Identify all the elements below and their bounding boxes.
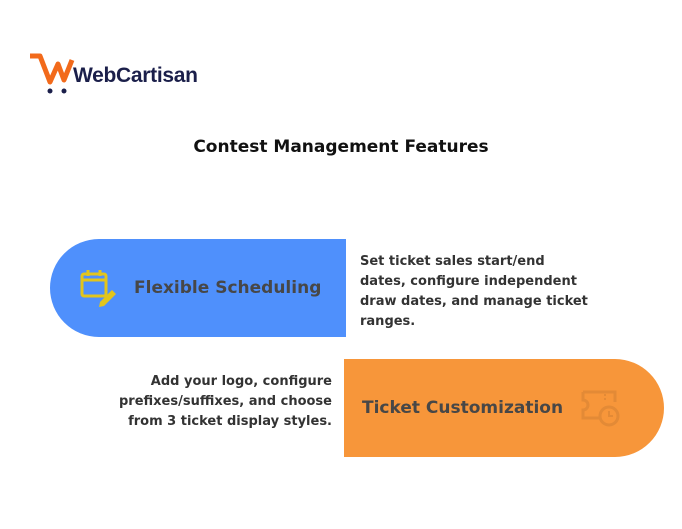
feature-label: Flexible Scheduling [134, 278, 322, 298]
logo-text: WebCartisan [73, 64, 198, 87]
calendar-edit-icon [80, 270, 116, 307]
webcartisan-logo: WebCartisan [28, 52, 208, 96]
feature-flexible-scheduling: Flexible Scheduling [50, 239, 346, 337]
feature-description: Set ticket sales start/end dates, config… [360, 254, 588, 329]
page-title: Contest Management Features [193, 137, 489, 157]
ticket-clock-icon [581, 390, 620, 427]
feature-label: Ticket Customization [362, 398, 564, 418]
feature-ticket-customization: Ticket Customization [344, 359, 664, 457]
feature-description: Add your logo, configure prefixes/suffix… [119, 374, 332, 429]
cart-icon [30, 53, 75, 94]
